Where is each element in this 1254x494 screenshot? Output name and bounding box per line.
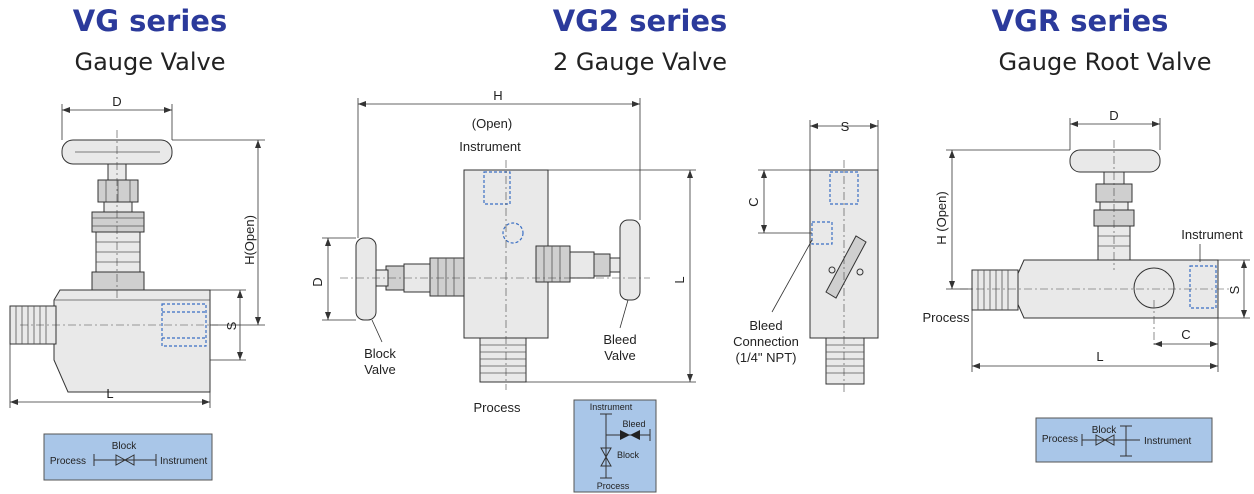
- vg2-bleed-connection-label-1: Bleed: [749, 318, 782, 333]
- vg-dim-d: D: [112, 94, 121, 109]
- vg2-dim-open: (Open): [472, 116, 512, 131]
- vgr-dim-d: D: [1109, 108, 1118, 123]
- vgr-dim-l: L: [1096, 349, 1103, 364]
- vg2-dim-h: H: [493, 88, 502, 103]
- vg2-schematic-bleed-label: Bleed: [622, 419, 645, 429]
- vg2-process-label: Process: [474, 400, 521, 415]
- vg2-dim-c: C: [746, 197, 761, 206]
- vgr-dim-h-open: H (Open): [934, 191, 949, 244]
- vg2-block-valve-label-2: Valve: [364, 362, 396, 377]
- vg2-bleed-valve-label-1: Bleed: [603, 332, 636, 347]
- vgr-dim-s: S: [1227, 285, 1242, 294]
- vg2-bleed-valve-label-2: Valve: [604, 348, 636, 363]
- vg2-schematic-block-label: Block: [617, 450, 640, 460]
- vg2-drawing: H (Open) Instrument D: [310, 88, 879, 415]
- vg2-dim-s: S: [841, 119, 850, 134]
- vgr-process-label: Process: [923, 310, 970, 325]
- vg2-bleed-connection-label-3: (1/4" NPT): [736, 350, 797, 365]
- vg2-instrument-label: Instrument: [459, 139, 521, 154]
- vg-schematic: Block Process Instrument: [43, 433, 213, 481]
- vgr-series-title: VGR series: [991, 4, 1169, 38]
- vg-dim-s: S: [224, 321, 239, 330]
- vg2-schematic-instrument-label: Instrument: [590, 402, 633, 412]
- vg2-series-subtitle: 2 Gauge Valve: [553, 48, 727, 76]
- vg-dim-l: L: [106, 386, 113, 401]
- vg2-block-valve-label-1: Block: [364, 346, 396, 361]
- vg-schematic-instrument-label: Instrument: [160, 456, 207, 467]
- vg2-series-title: VG2 series: [552, 4, 728, 38]
- vg-series-title: VG series: [72, 4, 228, 38]
- vg2-dim-d: D: [310, 277, 325, 286]
- vgr-series-subtitle: Gauge Root Valve: [998, 48, 1212, 76]
- vgr-schematic-block-label: Block: [1092, 425, 1117, 436]
- vg2-dim-l: L: [672, 276, 687, 283]
- vg-series-subtitle: Gauge Valve: [74, 48, 226, 76]
- vg-schematic-block-label: Block: [112, 441, 137, 452]
- vgr-schematic-instrument-label: Instrument: [1144, 436, 1191, 447]
- vgr-dim-c: C: [1181, 327, 1190, 342]
- vg-schematic-process-label: Process: [50, 456, 86, 467]
- vg2-schematic: Instrument Bleed Block Process: [573, 399, 657, 493]
- vg2-schematic-process-label: Process: [597, 481, 630, 491]
- vg2-bleed-connection-label-2: Connection: [733, 334, 799, 349]
- vgr-drawing: D H (Open) S: [923, 108, 1250, 372]
- vgr-schematic: Block Process Instrument: [1035, 417, 1213, 463]
- vgr-schematic-process-label: Process: [1042, 434, 1078, 445]
- vg-dim-h-open: H(Open): [242, 215, 257, 265]
- vg-drawing: D H(Open): [9, 94, 265, 408]
- vgr-instrument-label: Instrument: [1181, 227, 1243, 242]
